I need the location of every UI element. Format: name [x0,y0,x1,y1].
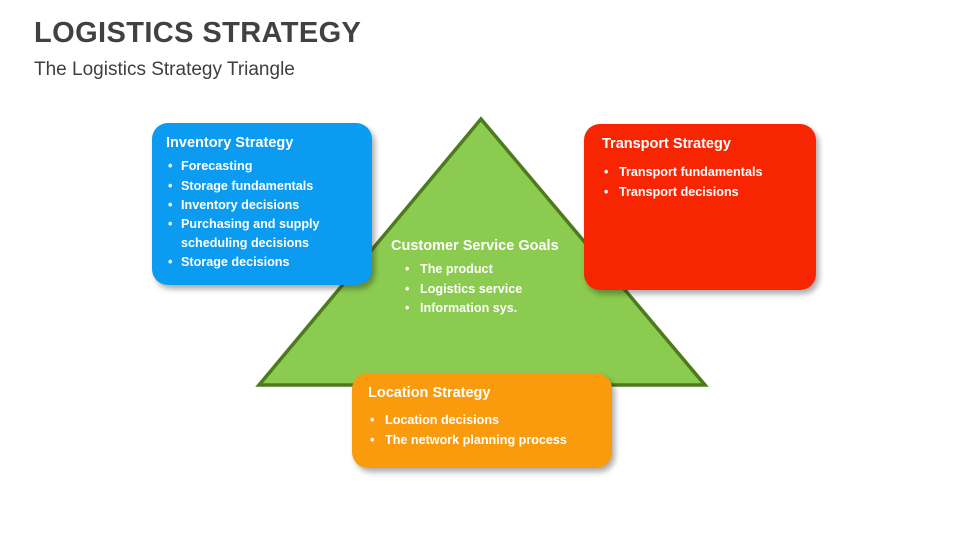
customer-service-goals-block: Customer Service Goals • The product • L… [391,238,591,318]
bullet-icon: • [604,165,609,180]
list-item-label: Purchasing and supply [181,216,320,231]
list-item-label: The network planning process [385,432,567,447]
list-item-label-continuation: scheduling decisions [181,235,310,250]
list-item-label: Storage decisions [181,255,290,270]
list-item-label: Location decisions [385,413,500,428]
page-title: LOGISTICS STRATEGY [34,17,362,49]
bullet-icon: • [168,216,173,231]
bullet-icon: • [604,184,609,199]
list-item-label: Storage fundamentals [181,178,314,193]
list-item: • Transport decisions [602,183,804,202]
list-item-label: Transport decisions [619,184,739,199]
bullet-icon: • [168,255,173,270]
slide-header: LOGISTICS STRATEGY The Logistics Strateg… [34,17,362,81]
list-item-label: The product [420,262,493,277]
list-item-label: Inventory decisions [181,197,300,212]
list-item-label: Information sys. [420,300,518,315]
inventory-strategy-card[interactable]: Inventory Strategy • Forecasting • Stora… [152,123,372,285]
page-subtitle: The Logistics Strategy Triangle [34,58,295,80]
list-item: • The product [403,260,591,279]
list-item-label: Forecasting [181,159,253,174]
list-item: • Information sys. [403,299,591,318]
list-item-label: Logistics service [420,281,523,296]
bullet-icon: • [405,262,410,277]
list-item: • Location decisions [368,411,600,430]
list-item: • The network planning process [368,431,600,450]
transport-strategy-card[interactable]: Transport Strategy • Transport fundament… [584,124,816,290]
location-strategy-list: • Location decisions • The network plann… [368,411,600,449]
list-item: • Logistics service [403,280,591,299]
bullet-icon: • [370,432,375,447]
bullet-icon: • [405,300,410,315]
customer-service-goals-list: • The product • Logistics service • Info… [391,260,591,317]
bullet-icon: • [405,281,410,296]
customer-service-goals-title: Customer Service Goals [391,238,559,254]
location-strategy-title: Location Strategy [368,385,491,401]
list-item: • Purchasing and supply scheduling decis… [166,215,360,253]
list-item: • Forecasting [166,157,360,176]
transport-strategy-title: Transport Strategy [602,136,731,152]
bullet-icon: • [370,413,375,428]
list-item: • Storage fundamentals [166,177,360,196]
inventory-strategy-list: • Forecasting • Storage fundamentals • I… [166,157,360,272]
list-item-label: Transport fundamentals [619,165,763,180]
list-item: • Storage decisions [166,253,360,272]
list-item: • Inventory decisions [166,196,360,215]
list-item: • Transport fundamentals [602,163,804,182]
bullet-icon: • [168,178,173,193]
location-strategy-card[interactable]: Location Strategy • Location decisions •… [352,373,612,468]
bullet-icon: • [168,197,173,212]
inventory-strategy-title: Inventory Strategy [166,135,294,151]
transport-strategy-list: • Transport fundamentals • Transport dec… [602,163,804,201]
bullet-icon: • [168,159,173,174]
